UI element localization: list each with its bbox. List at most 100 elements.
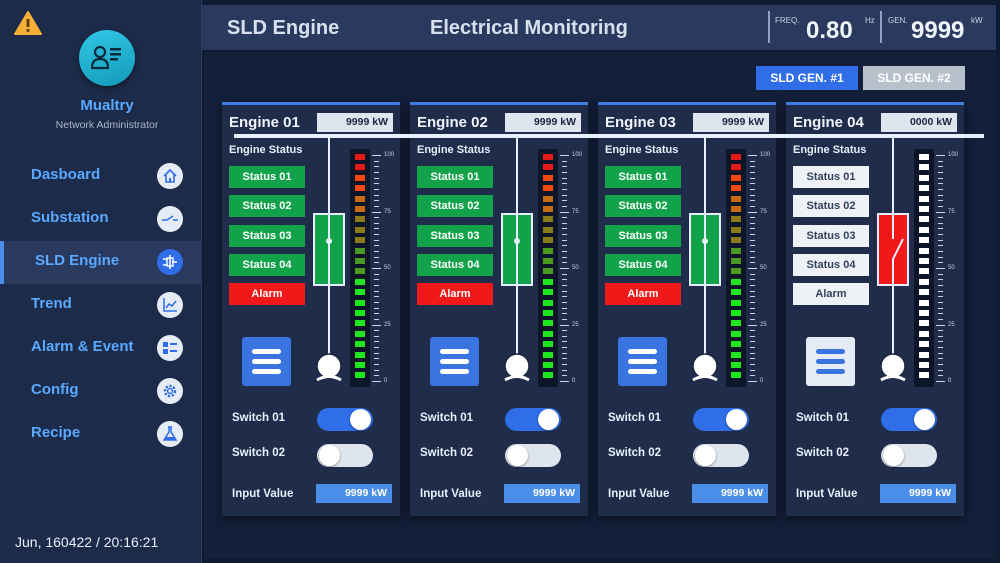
meter-tick [374, 222, 379, 224]
generator-icon[interactable] [503, 353, 531, 383]
switch-02-toggle[interactable] [693, 444, 749, 467]
engine-title: Engine 04 [793, 114, 864, 131]
engine-menu-button[interactable] [430, 337, 479, 386]
nav-item-sld-engine[interactable]: SLD Engine [0, 241, 202, 284]
input-value-field[interactable]: 9999 kW [880, 484, 956, 503]
meter-segment [543, 206, 553, 212]
feeder-line [516, 286, 518, 354]
meter-tick [374, 183, 379, 185]
avatar[interactable] [79, 30, 135, 86]
input-value-field[interactable]: 9999 kW [504, 484, 580, 503]
engine-menu-button[interactable] [618, 337, 667, 386]
status-indicator[interactable]: Status 04 [605, 254, 681, 276]
circuit-breaker-open[interactable] [877, 213, 909, 286]
meter-tick [374, 307, 379, 309]
status-indicator[interactable]: Status 04 [229, 254, 305, 276]
meter-tick [750, 205, 755, 207]
level-meter [726, 149, 746, 387]
meter-segment [731, 206, 741, 212]
meter-tick [374, 234, 379, 236]
status-indicator[interactable]: Status 02 [605, 195, 681, 217]
meter-tick [938, 239, 943, 241]
meter-tick [938, 330, 943, 332]
engine-status-label: Engine Status [417, 144, 491, 156]
engine-menu-button[interactable] [806, 337, 855, 386]
meter-tick-label: 25 [572, 321, 579, 328]
switch-02-toggle[interactable] [505, 444, 561, 467]
meter-tick [750, 217, 755, 219]
header-bar: SLD Engine Electrical Monitoring FREQ. 0… [202, 5, 996, 50]
meter-tick [750, 296, 755, 298]
alarm-indicator[interactable]: Alarm [229, 283, 305, 305]
engine-title: Engine 03 [605, 114, 676, 131]
generator-icon[interactable] [315, 353, 343, 383]
meter-tick [374, 369, 379, 371]
meter-segment [543, 299, 553, 306]
meter-tick [374, 262, 379, 264]
status-indicator[interactable]: Status 01 [793, 166, 869, 188]
nav-item-trend[interactable]: Trend [0, 284, 202, 327]
switch-01-toggle[interactable] [881, 408, 937, 431]
nav-item-recipe[interactable]: Recipe [0, 413, 202, 456]
status-indicator[interactable]: Status 01 [417, 166, 493, 188]
status-indicator[interactable]: Status 03 [417, 225, 493, 247]
nav-item-alarm-event[interactable]: Alarm & Event [0, 327, 202, 370]
switch-01-toggle[interactable] [505, 408, 561, 431]
engine-menu-button[interactable] [242, 337, 291, 386]
meter-tick [750, 234, 755, 236]
status-indicator[interactable]: Status 03 [605, 225, 681, 247]
nav-item-dashboard[interactable]: Dasboard [0, 155, 202, 198]
meter-tick [938, 335, 943, 337]
meter-segment [731, 289, 741, 296]
circuit-breaker-closed[interactable] [313, 213, 345, 286]
meter-tick [374, 188, 379, 190]
tab-sld-gen-1[interactable]: SLD GEN. #1 [756, 66, 858, 90]
switch-02-toggle[interactable] [317, 444, 373, 467]
meter-tick-label: 0 [948, 378, 952, 384]
meter-tick [938, 318, 943, 320]
meter-tick [938, 183, 943, 185]
status-indicator[interactable]: Status 04 [417, 254, 493, 276]
warning-icon[interactable] [13, 10, 43, 36]
meter-tick [936, 211, 945, 213]
meter-segment [355, 299, 365, 306]
feeder-line [704, 286, 706, 354]
meter-tick [748, 155, 757, 156]
meter-segment [731, 310, 741, 316]
circuit-breaker-closed[interactable] [501, 213, 533, 286]
alarm-indicator[interactable]: Alarm [417, 283, 493, 305]
circuit-breaker-closed[interactable] [689, 213, 721, 286]
input-value-field[interactable]: 9999 kW [316, 484, 392, 503]
meter-tick [562, 364, 567, 366]
generator-icon[interactable] [879, 353, 907, 383]
input-value-field[interactable]: 9999 kW [692, 484, 768, 503]
alarm-indicator[interactable]: Alarm [605, 283, 681, 305]
tab-sld-gen-2[interactable]: SLD GEN. #2 [863, 66, 965, 90]
nav-item-config[interactable]: Config [0, 370, 202, 413]
switch-01-toggle[interactable] [693, 408, 749, 431]
meter-segment [543, 341, 553, 348]
status-indicator[interactable]: Status 03 [229, 225, 305, 247]
meter-tick [938, 234, 943, 236]
meter-segment [543, 247, 553, 254]
switch-02-toggle[interactable] [881, 444, 937, 467]
status-indicator[interactable]: Status 01 [229, 166, 305, 188]
status-indicator[interactable]: Status 02 [229, 195, 305, 217]
status-indicator[interactable]: Status 02 [793, 195, 869, 217]
status-indicator[interactable]: Status 03 [793, 225, 869, 247]
alarm-indicator[interactable]: Alarm [793, 283, 869, 305]
nav-item-substation[interactable]: Substation [0, 198, 202, 241]
bus-bar [234, 134, 984, 138]
meter-segment [543, 154, 553, 160]
meter-tick [562, 358, 567, 360]
meter-tick [750, 166, 755, 168]
status-indicator[interactable]: Status 04 [793, 254, 869, 276]
status-indicator[interactable]: Status 02 [417, 195, 493, 217]
switch-01-toggle[interactable] [317, 408, 373, 431]
meter-tick [750, 318, 755, 320]
meter-tick-label: 25 [384, 321, 391, 328]
generator-icon[interactable] [691, 353, 719, 383]
meter-tick [750, 256, 755, 258]
sld-diagram-icon [157, 249, 183, 275]
status-indicator[interactable]: Status 01 [605, 166, 681, 188]
